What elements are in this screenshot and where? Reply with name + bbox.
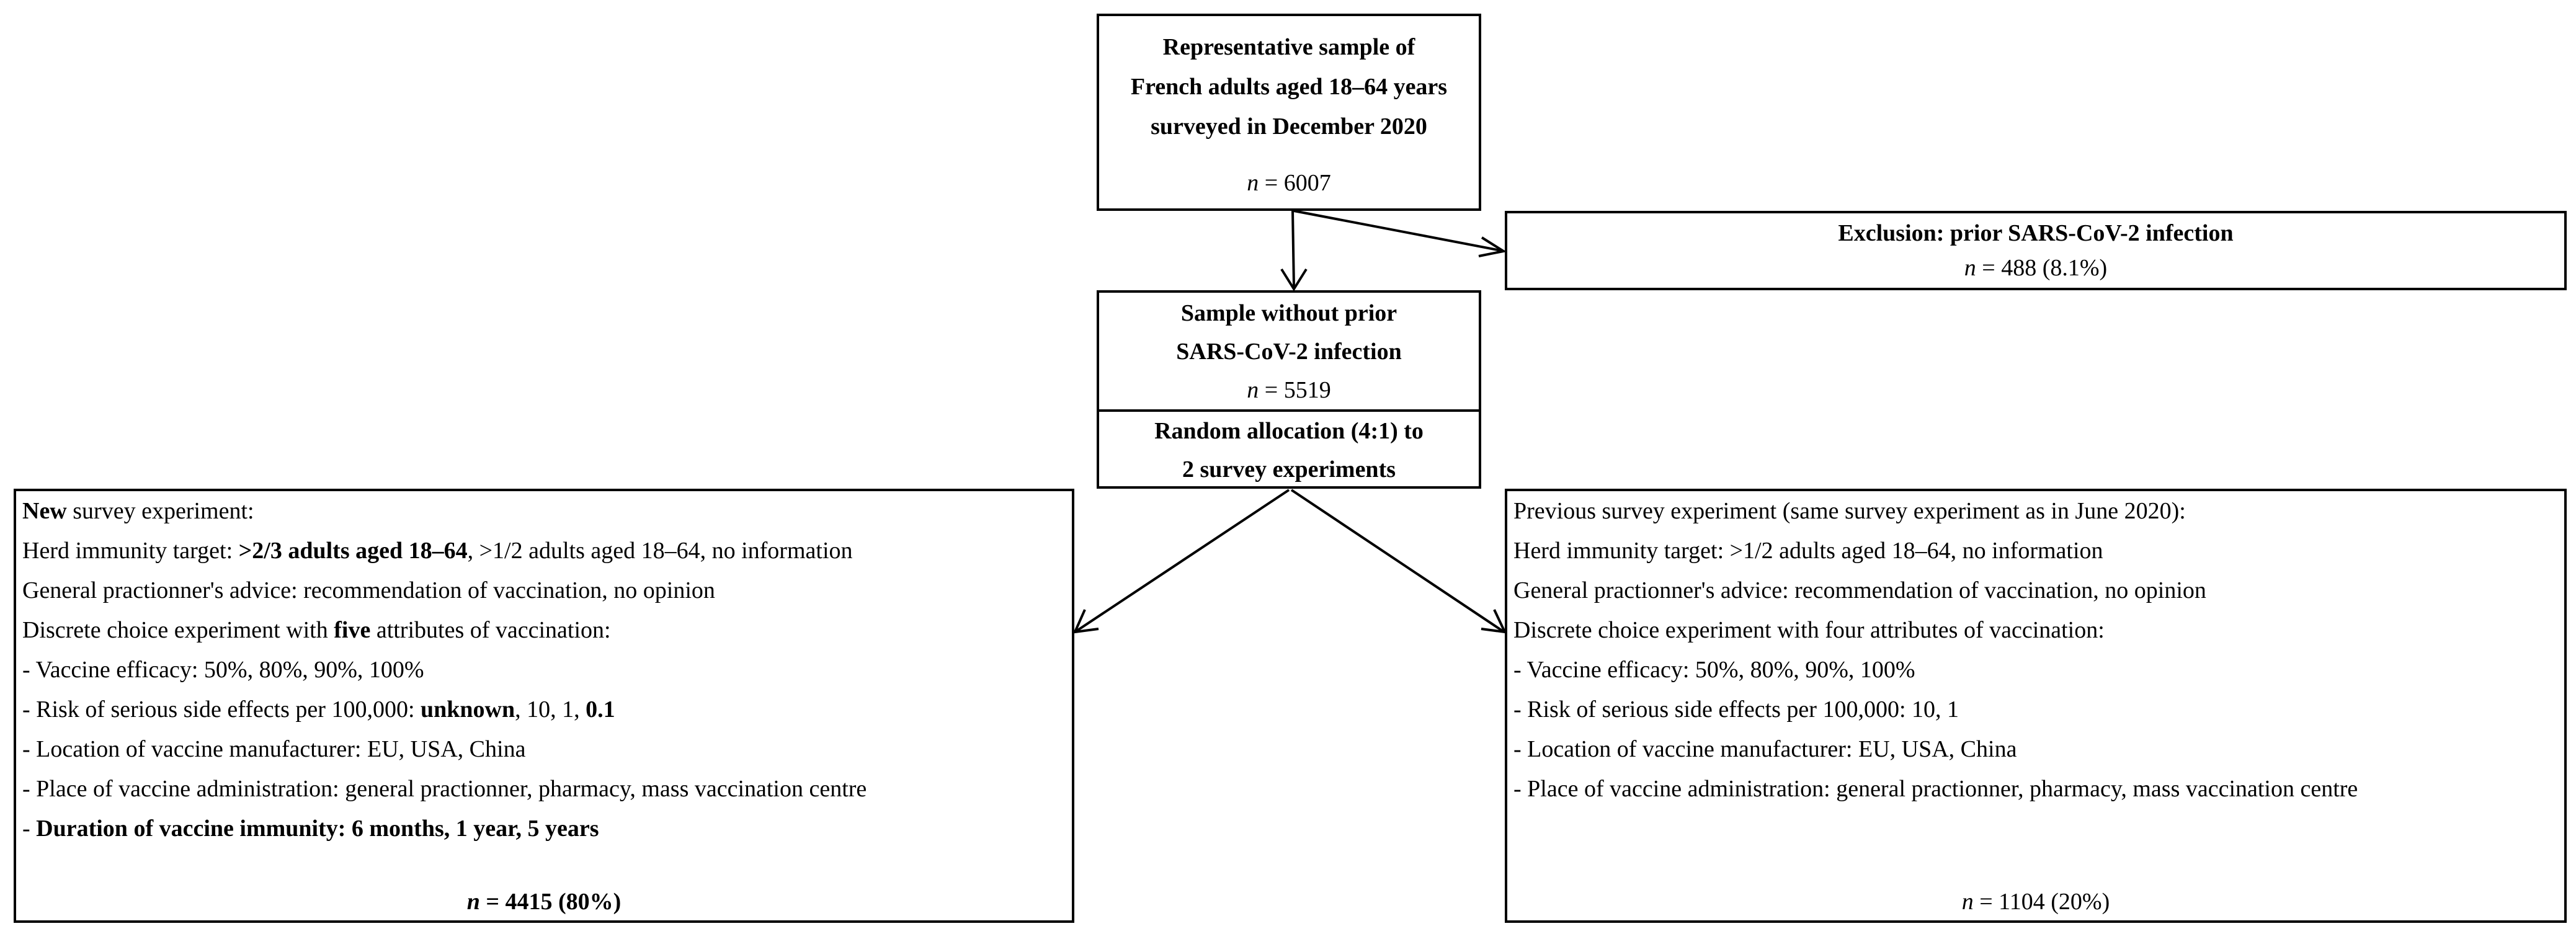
- new-risk-mid: , 10, 1,: [515, 696, 586, 723]
- new-place: - Place of vaccine administration: gener…: [22, 776, 867, 802]
- sample-count-value: = 5519: [1259, 377, 1331, 403]
- arrow-to-previous-survey-head: [1481, 609, 1507, 634]
- n-symbol: n: [1964, 255, 1976, 281]
- new-survey-title: New survey experiment:: [22, 491, 1072, 531]
- new-herd-immunity: Herd immunity target: >2/3 adults aged 1…: [22, 531, 1072, 571]
- sample-box: Sample without prior SARS-CoV-2 infectio…: [1097, 290, 1481, 412]
- new-survey-title-bold: New: [22, 498, 67, 524]
- arrow-to-previous-survey: [1290, 489, 1504, 632]
- new-risk: - Risk of serious side effects per 100,0…: [22, 690, 1072, 729]
- prev-gp-advice: General practionner's advice: recommenda…: [1513, 577, 2206, 603]
- new-gp-advice: General practionner's advice: recommenda…: [22, 577, 715, 603]
- n-symbol: n: [1961, 889, 1974, 915]
- new-risk-bold-unknown: unknown: [421, 696, 515, 723]
- sample-line-1: Sample without prior: [1180, 300, 1397, 326]
- population-count: n = 6007: [1099, 167, 1479, 198]
- arrow-to-new-survey: [1076, 489, 1290, 632]
- prev-place: - Place of vaccine administration: gener…: [1513, 776, 2358, 802]
- new-duration: - Duration of vaccine immunity: 6 months…: [22, 809, 1072, 848]
- arrow-to-sample-head: [1280, 268, 1308, 291]
- sample-line-2: SARS-CoV-2 infection: [1176, 339, 1402, 365]
- population-count-value: = 6007: [1259, 170, 1331, 196]
- new-survey-count: n = 4415 (80%): [16, 884, 1072, 919]
- new-survey-count-value: = 4415 (80%): [479, 889, 622, 915]
- new-dce-bold: five: [334, 617, 371, 643]
- prev-survey-count-value: = 1104 (20%): [1973, 889, 2110, 915]
- new-herd-rest: , >1/2 adults aged 18–64, no information: [467, 538, 853, 564]
- new-duration-bold: Duration of vaccine immunity: 6 months, …: [36, 816, 599, 842]
- prev-location: - Location of vaccine manufacturer: EU, …: [1513, 736, 2017, 762]
- population-box: Representative sample of French adults a…: [1097, 14, 1481, 211]
- prev-survey-count: n = 1104 (20%): [1507, 884, 2564, 919]
- exclusion-title: Exclusion: prior SARS-CoV-2 infection: [1838, 220, 2234, 246]
- exclusion-count-value: = 488 (8.1%): [1976, 255, 2108, 281]
- n-symbol: n: [466, 889, 480, 915]
- n-symbol: n: [1247, 170, 1259, 196]
- random-allocation-box: Random allocation (4:1) to 2 survey expe…: [1097, 409, 1481, 489]
- new-risk-bold-01: 0.1: [586, 696, 615, 723]
- exclusion-count: n = 488 (8.1%): [1507, 251, 2564, 285]
- new-dce: Discrete choice experiment with five att…: [22, 610, 1072, 650]
- prev-efficacy: - Vaccine efficacy: 50%, 80%, 90%, 100%: [1513, 657, 1915, 683]
- prev-herd-immunity: Herd immunity target: >1/2 adults aged 1…: [1513, 538, 2103, 564]
- new-efficacy: - Vaccine efficacy: 50%, 80%, 90%, 100%: [22, 657, 424, 683]
- n-symbol: n: [1247, 377, 1259, 403]
- prev-dce: Discrete choice experiment with four att…: [1513, 617, 2105, 643]
- new-survey-title-rest: survey experiment:: [66, 498, 254, 524]
- population-line-3: surveyed in December 2020: [1151, 113, 1427, 140]
- new-herd-prefix: Herd immunity target:: [22, 538, 239, 564]
- prev-risk: - Risk of serious side effects per 100,0…: [1513, 696, 1959, 723]
- new-herd-bold: >2/3 adults aged 18–64: [238, 538, 468, 564]
- arrow-to-new-survey-head: [1072, 609, 1099, 634]
- new-location: - Location of vaccine manufacturer: EU, …: [22, 736, 526, 762]
- sample-count: n = 5519: [1099, 371, 1479, 409]
- population-line-2: French adults aged 18–64 years: [1130, 74, 1448, 100]
- previous-survey-box: Previous survey experiment (same survey …: [1505, 489, 2567, 923]
- arrow-to-exclusion: [1293, 210, 1502, 252]
- new-dce-rest: attributes of vaccination:: [370, 617, 611, 643]
- new-duration-prefix: -: [22, 816, 37, 842]
- new-risk-prefix: - Risk of serious side effects per 100,0…: [22, 696, 421, 723]
- prev-survey-title: Previous survey experiment (same survey …: [1513, 498, 2186, 524]
- arrow-to-sample: [1291, 210, 1295, 287]
- random-allocation-line-2: 2 survey experiments: [1182, 456, 1396, 483]
- new-survey-box: New survey experiment: Herd immunity tar…: [14, 489, 1074, 923]
- arrow-to-exclusion-head: [1478, 236, 1507, 257]
- random-allocation-line-1: Random allocation (4:1) to: [1154, 418, 1424, 444]
- new-dce-prefix: Discrete choice experiment with: [22, 617, 334, 643]
- population-line-1: Representative sample of: [1162, 34, 1415, 60]
- exclusion-box: Exclusion: prior SARS-CoV-2 infection n …: [1505, 211, 2567, 290]
